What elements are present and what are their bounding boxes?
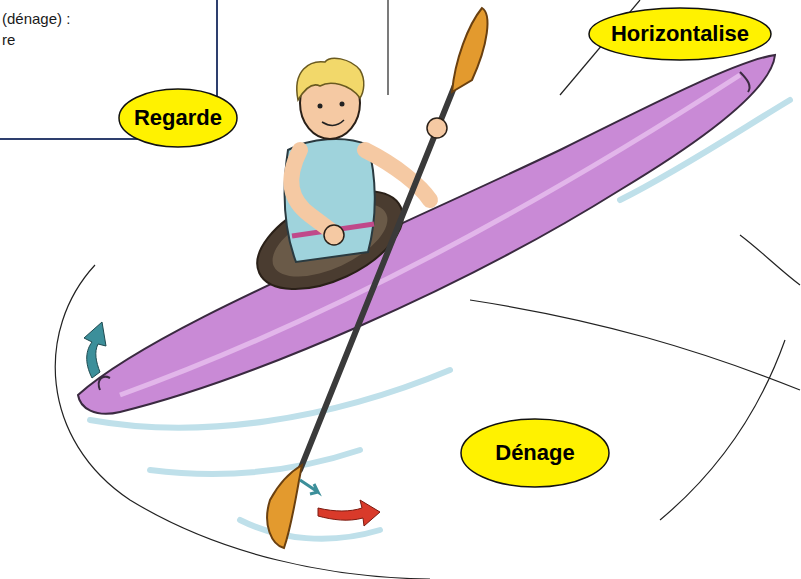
paddle-shaft — [300, 85, 455, 470]
hand — [324, 225, 344, 245]
water — [90, 100, 790, 539]
hand — [427, 118, 447, 138]
mouth — [322, 120, 344, 125]
kayaker — [285, 58, 430, 262]
callout-ellipse: Horizontalise — [588, 7, 772, 61]
callout-label: Horizontalise — [588, 7, 772, 61]
callout-label: Regarde — [118, 88, 238, 148]
ellipse-fill — [589, 8, 771, 60]
toggle — [740, 72, 750, 92]
guide-line — [740, 235, 800, 285]
paddle-blade — [267, 465, 302, 548]
lift-arrow — [84, 322, 106, 378]
guide-line — [470, 300, 800, 390]
arm — [291, 150, 330, 230]
kayak-hull — [78, 55, 775, 414]
eye — [318, 104, 323, 109]
note-text: (dénage) : re — [2, 8, 78, 50]
ellipse-fill — [461, 419, 609, 487]
callout-ellipse: Regarde — [118, 88, 238, 148]
paddle-blade — [452, 8, 487, 92]
ellipse-fill — [119, 89, 237, 147]
callout-label: Dénage — [460, 418, 610, 488]
water-stroke — [240, 520, 380, 539]
callout-ellipse: Dénage — [460, 418, 610, 488]
guide-line — [387, 0, 388, 95]
guide-arc — [660, 340, 785, 520]
eye — [340, 102, 345, 107]
paddle — [267, 8, 487, 548]
push-arrow — [318, 500, 380, 526]
water-stroke — [150, 450, 360, 474]
toggle — [99, 377, 110, 390]
hair — [297, 58, 364, 100]
vest — [285, 139, 375, 262]
small-arrow — [300, 480, 318, 494]
